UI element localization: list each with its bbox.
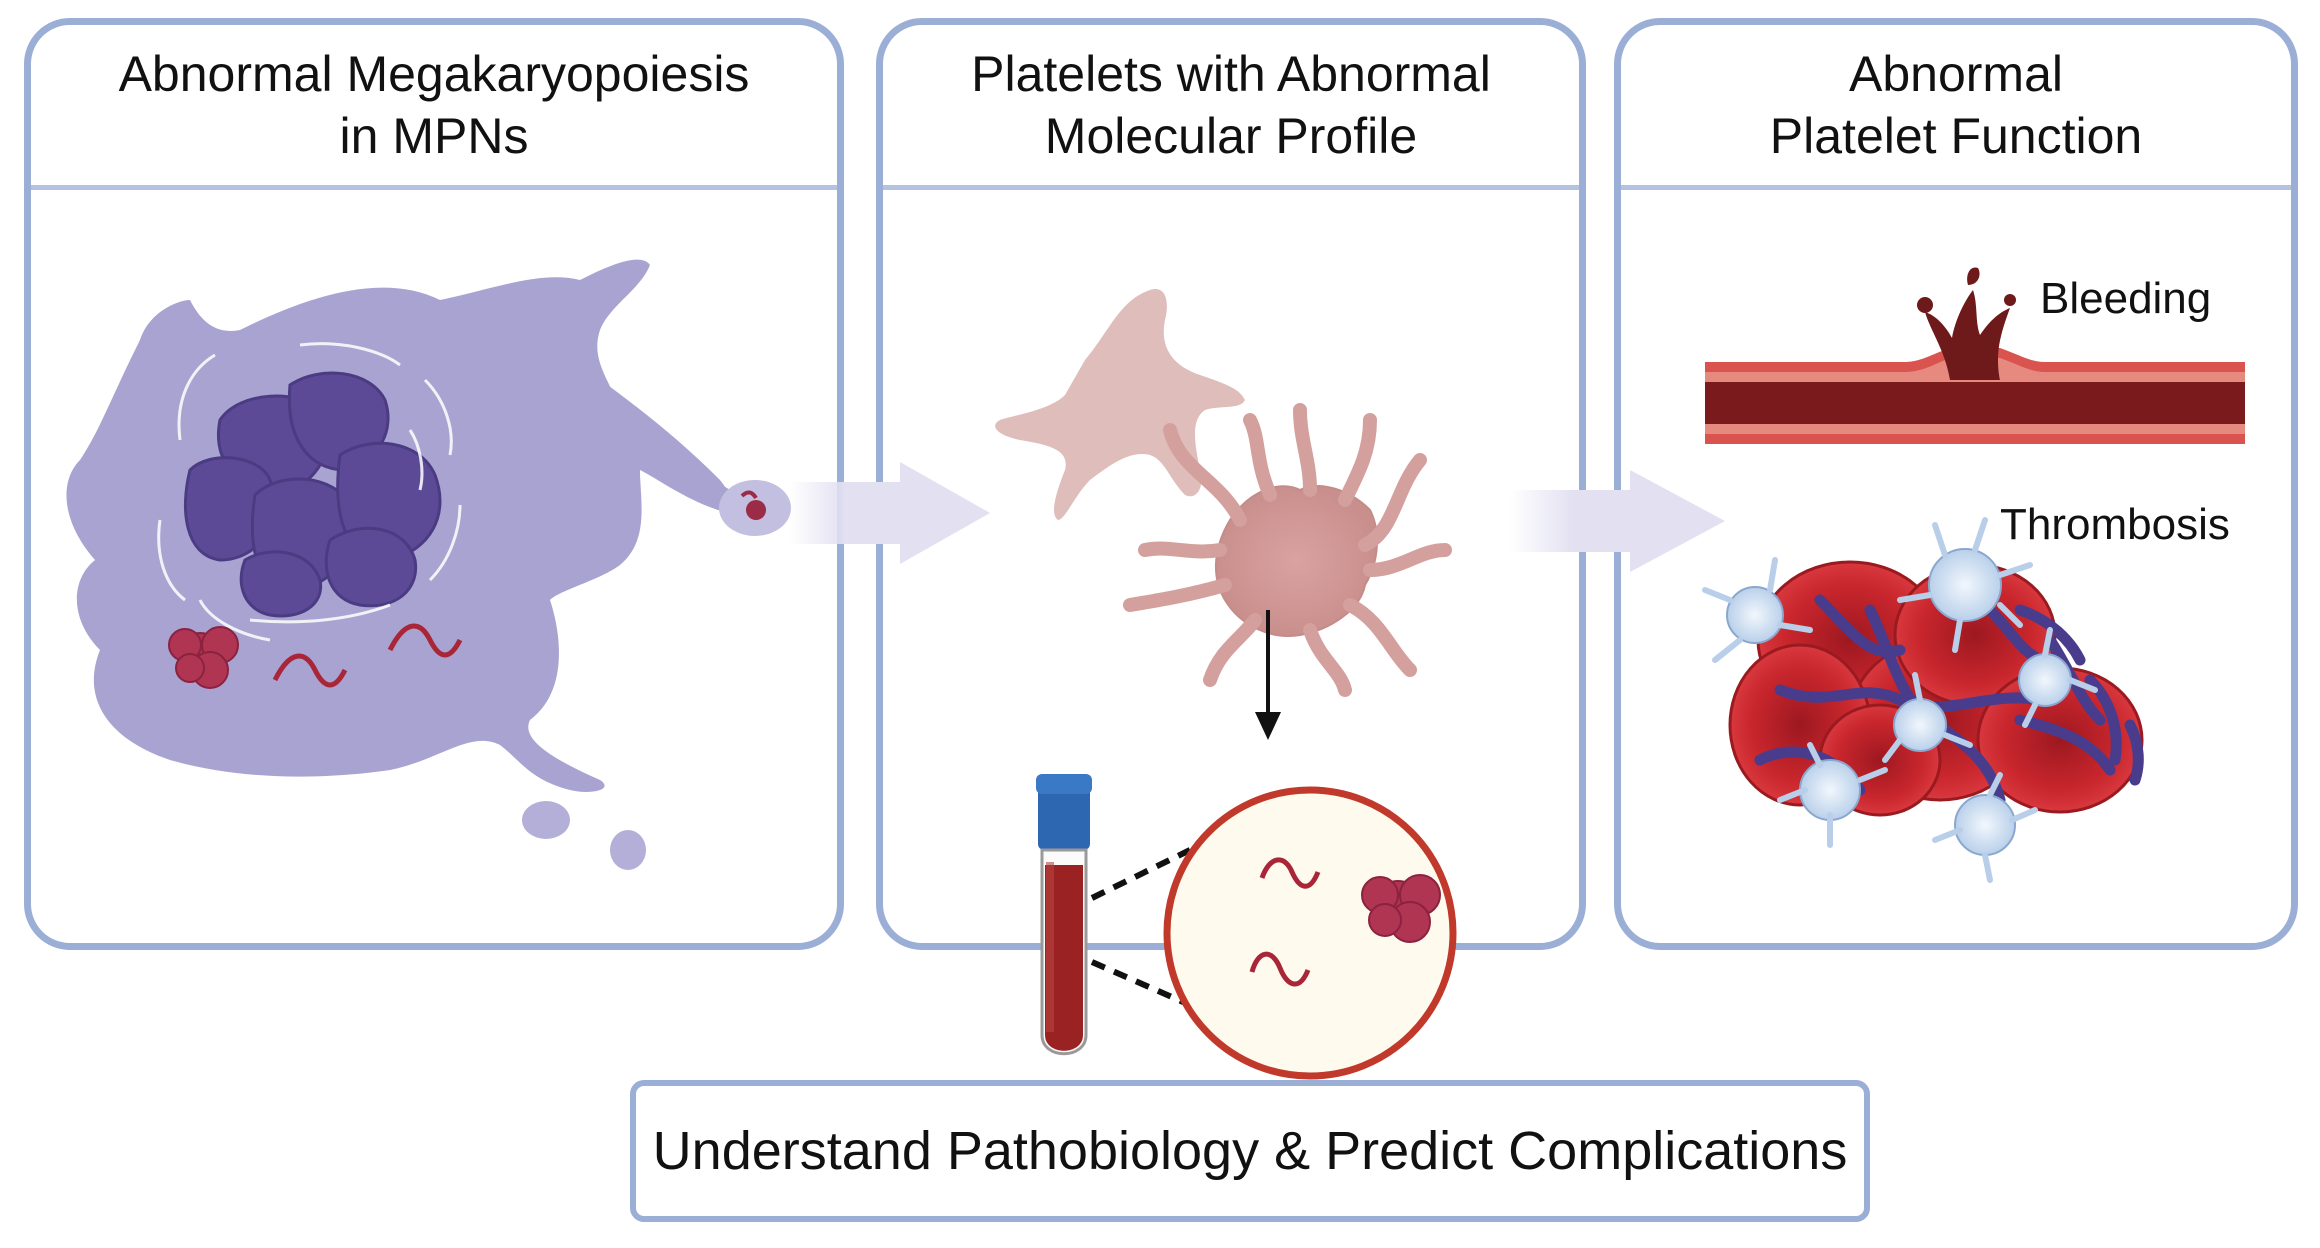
platelet-fragment [522,801,570,839]
granule-icon [1361,874,1441,943]
conclusion-text: Understand Pathobiology & Predict Compli… [652,1121,1848,1181]
blood-tube [1036,774,1092,1056]
thrombus [1702,517,2144,883]
granule-icon [168,626,239,689]
panel-header: Abnormal Platelet Function [1621,25,2291,190]
platelet-fragment [610,830,646,870]
conclusion-box: Understand Pathobiology & Predict Compli… [630,1080,1870,1222]
panel-title: Abnormal Megakaryopoiesis in MPNs [118,46,750,164]
blood-vessel [1705,348,2245,444]
panel-header: Platelets with Abnormal Molecular Profil… [883,25,1579,190]
rna-icon [740,490,758,500]
activated-platelet [1726,548,2072,856]
demarcation-membrane [157,342,462,642]
panel-platelet-profile: Platelets with Abnormal Molecular Profil… [876,18,1586,950]
down-arrow [1255,610,1281,740]
process-arrow [790,462,990,564]
rna-icon [387,623,463,658]
rna-icon [272,653,348,688]
process-arrow [1510,470,1725,572]
zoom-circle [1163,786,1457,1080]
rna-icon [1259,857,1321,889]
bleeding-splash [1917,267,2016,380]
zoom-line [1090,847,1192,901]
platelet-pseudopods [1702,517,2098,883]
rna-icon [1249,951,1311,987]
granule-icon [746,500,766,520]
panel-title: Abnormal Platelet Function [1769,46,2143,164]
bleeding-label: Bleeding [2040,274,2212,323]
megakaryocyte-protrusion [560,350,731,509]
platelet-pseudopods [1123,403,1452,697]
panel-header: Abnormal Megakaryopoiesis in MPNs [31,25,837,190]
panel-title: Platelets with Abnormal Molecular Profil… [971,46,1491,164]
activated-platelet [1214,485,1378,637]
zoom-line [1090,959,1192,1008]
megakaryocyte [66,259,791,870]
thrombosis-label: Thrombosis [2000,500,2230,549]
nucleus [184,371,442,618]
